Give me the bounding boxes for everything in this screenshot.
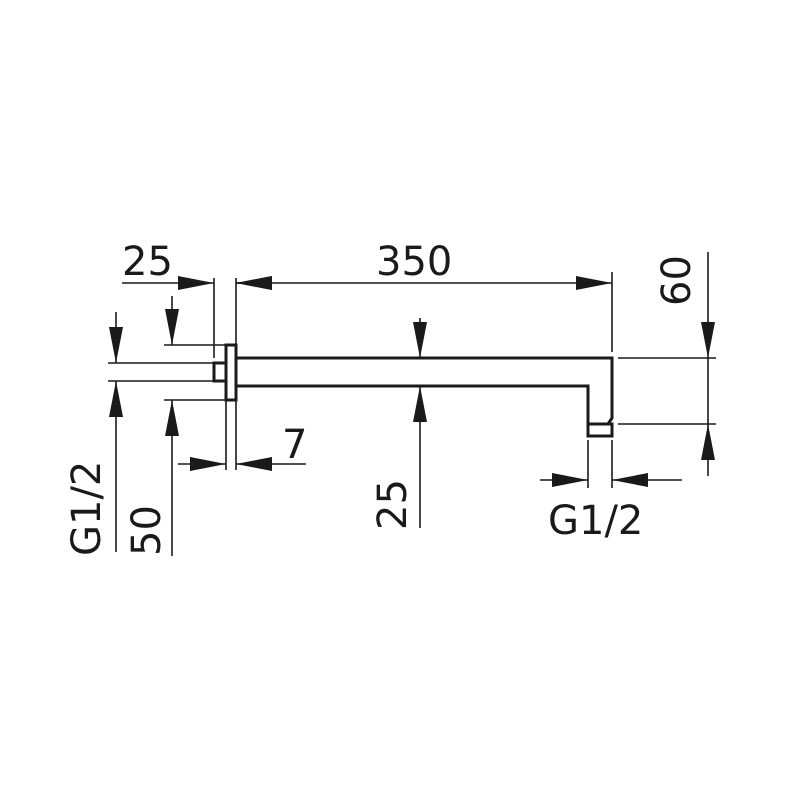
arrow-down-icon	[109, 327, 123, 363]
dim-flange-thickness: 7	[178, 422, 307, 471]
arrow-left-icon	[236, 276, 272, 290]
arrow-right-icon	[552, 473, 588, 487]
dim-label-flange-thickness: 7	[282, 422, 307, 468]
dim-arm-length: 350	[236, 239, 612, 290]
arrow-down-icon	[165, 309, 179, 345]
arrow-left-icon	[612, 473, 648, 487]
dim-label-outlet-thread: G1/2	[548, 498, 643, 544]
arrow-right-icon	[190, 457, 226, 471]
arrow-up-icon	[701, 424, 715, 460]
arrow-right-icon	[178, 276, 214, 290]
dim-label-drop-height: 60	[654, 255, 700, 306]
arrow-right-icon	[576, 276, 612, 290]
shower-arm-part	[212, 343, 614, 438]
arrow-up-icon	[165, 400, 179, 436]
dim-drop-height: 60	[654, 252, 715, 476]
arrow-up-icon	[109, 381, 123, 417]
dim-outlet-thread: G1/2	[540, 473, 682, 544]
arrow-left-icon	[236, 457, 272, 471]
extension-lines	[108, 272, 716, 488]
wall-flange	[224, 343, 238, 402]
dim-wall-thread: G1/2	[64, 312, 123, 556]
dim-label-flange-diameter: 50	[124, 505, 170, 556]
dim-label-arm-section: 25	[370, 479, 416, 530]
dim-arm-section: 25	[370, 318, 427, 530]
outlet-nipple	[586, 422, 614, 438]
dim-label-arm-length: 350	[376, 239, 452, 285]
arrow-down-icon	[413, 322, 427, 358]
dim-label-wall-thread: G1/2	[64, 461, 110, 556]
dim-label-flange-width: 25	[122, 239, 173, 285]
wall-nipple	[212, 361, 228, 383]
arrow-down-icon	[701, 322, 715, 358]
arrow-up-icon	[413, 386, 427, 422]
dim-flange-diameter: 50	[124, 296, 179, 556]
